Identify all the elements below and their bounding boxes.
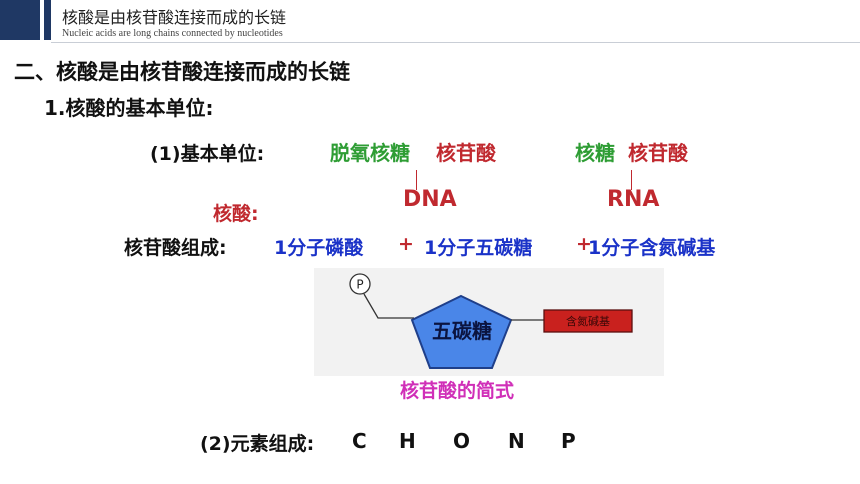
nucleotide-diagram: P 五碳糖 含氮碱基 (314, 268, 664, 376)
plus-sign-1: + (398, 233, 414, 255)
pentose-pentagon (410, 294, 513, 369)
element-h: H (399, 429, 416, 453)
deoxyribose-text: 脱氧核糖 (330, 141, 410, 165)
nucleotide-text-1: 核苷酸 (436, 141, 496, 165)
header-accent-block (0, 0, 40, 40)
element-p: P (561, 429, 576, 453)
base-part: 1分子含氮碱基 (588, 237, 716, 259)
element-c: C (352, 429, 367, 453)
pentose-part: 1分子五碳糖 (424, 237, 533, 259)
nucleotide-diagram-svg: P 五碳糖 含氮碱基 (349, 273, 633, 369)
rna-label: RNA (607, 187, 660, 212)
nucleotide-text-2: 核苷酸 (628, 141, 688, 165)
arrow-to-dna (416, 170, 417, 190)
element-n: N (508, 429, 525, 453)
phosphate-part: 1分子磷酸 (274, 237, 364, 259)
base-box-label: 含氮碱基 (566, 314, 610, 328)
nucleic-acid-label: 核酸: (213, 203, 259, 225)
header-accent-stripe (44, 0, 51, 40)
header-title: 核酸是由核苷酸连接而成的长链 (62, 8, 287, 27)
base-box (543, 309, 633, 333)
diagram-caption: 核苷酸的简式 (400, 380, 515, 402)
phosphate-circle (349, 273, 371, 295)
header-divider (51, 42, 860, 43)
plus-sign-2: + (576, 233, 592, 255)
phosphate-symbol: P (356, 278, 363, 292)
ribose-text: 核糖 (575, 141, 615, 165)
elements-label: (2)元素组成: (200, 433, 315, 455)
section-title: 二、核酸是由核苷酸连接而成的长链 (14, 60, 350, 84)
element-o: O (453, 429, 471, 453)
arrow-to-rna (631, 170, 632, 190)
dna-label: DNA (403, 187, 457, 212)
basic-unit-label: (1)基本单位: (150, 143, 265, 165)
pentose-label: 五碳糖 (432, 319, 492, 343)
phosphate-bond (363, 293, 414, 319)
header-subtitle: Nucleic acids are long chains connected … (62, 28, 283, 39)
composition-label: 核苷酸组成: (124, 237, 227, 259)
section-subheading: 1.核酸的基本单位: (44, 96, 214, 120)
